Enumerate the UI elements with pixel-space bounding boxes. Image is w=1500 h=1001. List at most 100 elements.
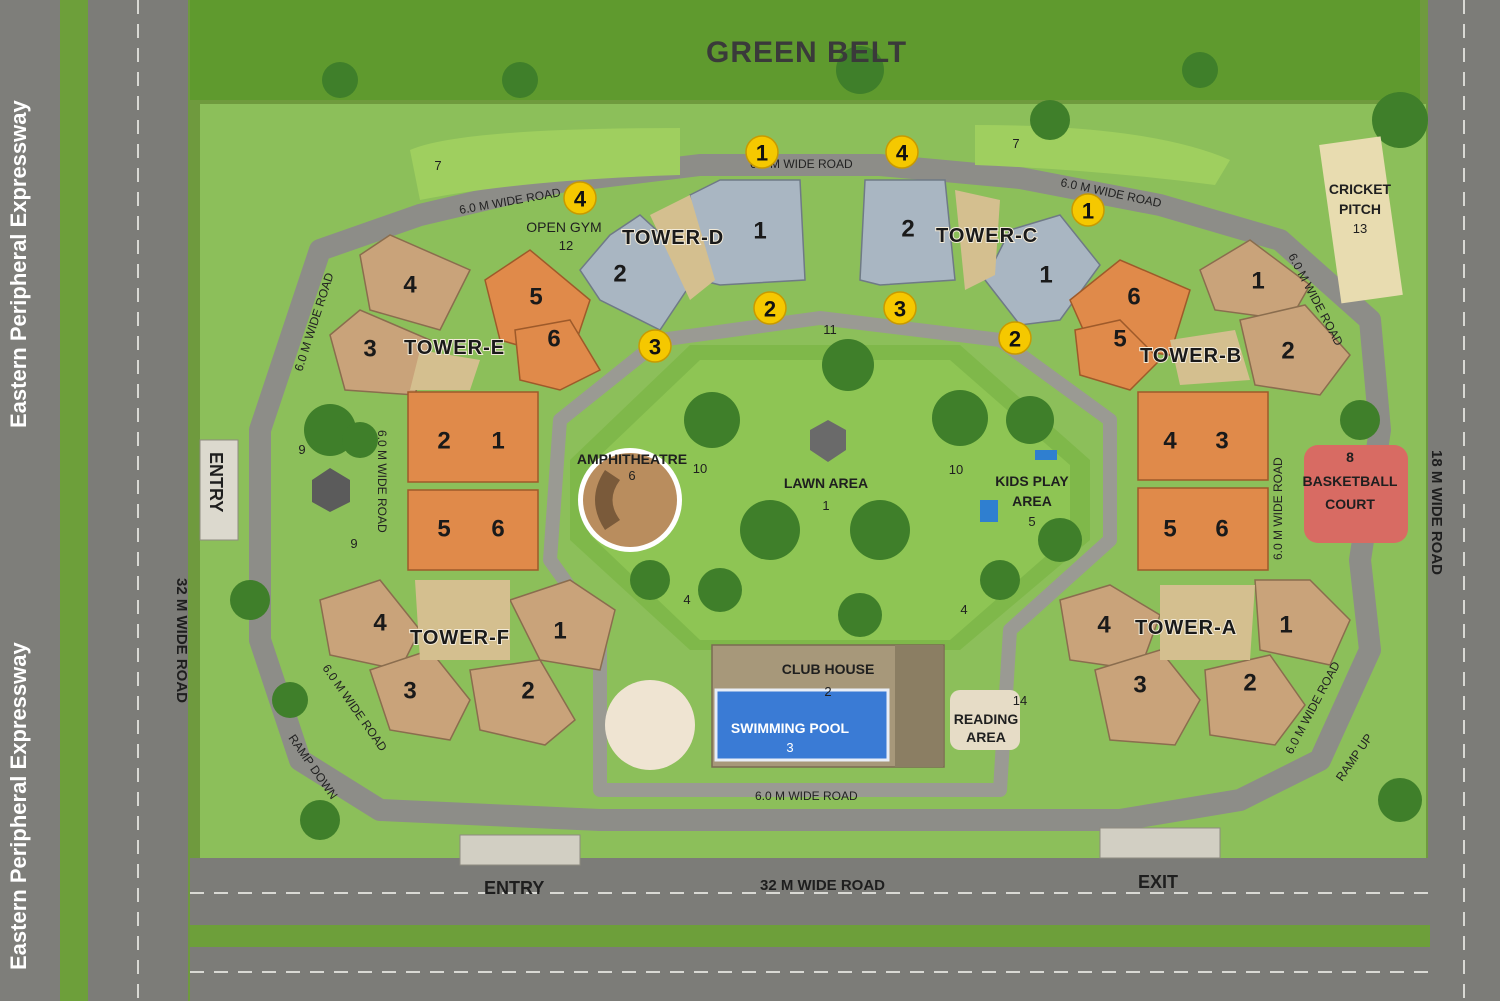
road-label-bottom: 6.0 M WIDE ROAD (755, 789, 858, 803)
marker-4-top-c: 4 (885, 135, 919, 169)
swimming-pool-number: 3 (786, 740, 793, 755)
area-number-7-right: 7 (1012, 136, 1019, 151)
entry-gate-house (459, 834, 581, 866)
exit-bottom-label: EXIT (1138, 872, 1178, 892)
cricket-pitch (1319, 136, 1403, 304)
tower-f-unit: 1 (553, 617, 566, 644)
green-belt-label: GREEN BELT (706, 36, 907, 69)
marker-4-gym: 4 (563, 181, 597, 215)
svg-text:3: 3 (894, 297, 906, 322)
basketball-number: 8 (1346, 449, 1354, 465)
amphitheatre-number: 6 (628, 468, 635, 483)
tower-b-unit: 5 (1163, 515, 1176, 542)
kids-play-structure-2 (980, 500, 998, 522)
marker-3-bottom-c: 3 (883, 291, 917, 325)
bottom-road-median (190, 925, 1430, 947)
club-house-label: CLUB HOUSE (782, 661, 875, 677)
road-label-inner-right: 6.0 M WIDE ROAD (1271, 457, 1285, 560)
expressway-label-top: Eastern Peripheral Expressway (6, 100, 31, 428)
kids-play-number: 5 (1028, 514, 1035, 529)
tower-b-unit: 3 (1215, 427, 1228, 454)
area-number-10-left: 10 (693, 461, 707, 476)
tower-b-unit: 2 (1281, 337, 1294, 364)
tower-e-unit: 6 (491, 515, 504, 542)
tower-e-block (329, 234, 602, 571)
left-road-label: 32 M WIDE ROAD (173, 578, 190, 703)
svg-text:1: 1 (756, 141, 768, 166)
tower-e-unit: 3 (363, 335, 376, 362)
tower-e-unit: 5 (529, 283, 542, 310)
tower-f-unit: 4 (373, 609, 387, 636)
area-number-11: 11 (823, 322, 837, 337)
amphitheatre-label: AMPHITHEATRE (577, 451, 687, 467)
tower-e-unit: 6 (547, 325, 560, 352)
left-32m-road (88, 0, 188, 1001)
lawn-gazebo (810, 420, 846, 462)
tower-f-unit: 3 (403, 677, 416, 704)
reading-label-2: AREA (966, 729, 1006, 745)
kids-play-label-2: AREA (1012, 493, 1052, 509)
expressway-strip (0, 0, 60, 1001)
area-number-4-right: 4 (960, 602, 967, 617)
road-label-inner-left: 6.0 M WIDE ROAD (375, 430, 389, 533)
tower-b-label: TOWER-B (1140, 345, 1242, 367)
lawn-area-number: 1 (822, 498, 829, 513)
round-plaza (605, 680, 695, 770)
tower-e-unit: 5 (437, 515, 450, 542)
marker-2-bottom-d: 2 (753, 291, 787, 325)
tower-a-unit: 2 (1243, 669, 1256, 696)
tower-a-unit: 3 (1133, 671, 1146, 698)
tower-e-unit: 1 (491, 427, 504, 454)
cricket-label-1: CRICKET (1329, 181, 1392, 197)
green-belt-area (190, 0, 1420, 100)
gazebo (312, 468, 350, 512)
amphitheatre-stage (595, 470, 620, 530)
area-number-7-left: 7 (434, 158, 441, 173)
svg-text:4: 4 (896, 141, 909, 166)
swimming-pool-label: SWIMMING POOL (731, 720, 850, 736)
trees-group (230, 46, 1428, 840)
svg-text:1: 1 (1082, 199, 1094, 224)
marker-3-bottom-d-left: 3 (638, 329, 672, 363)
top-left-green-strip (410, 128, 680, 200)
marker-2-bottom-c-right: 2 (998, 321, 1032, 355)
reading-number: 14 (1013, 693, 1027, 708)
left-entry-gate-house (199, 439, 239, 541)
tower-e-unit: 2 (437, 427, 450, 454)
swimming-pool (714, 688, 890, 762)
kids-play-label-1: KIDS PLAY (995, 473, 1069, 489)
club-house-wing (895, 645, 943, 767)
exit-gate-house (1099, 827, 1221, 859)
svg-text:3: 3 (649, 335, 661, 360)
area-number-9-top: 9 (298, 442, 305, 457)
lawn-area-label: LAWN AREA (784, 475, 868, 491)
open-gym-label: OPEN GYM (526, 219, 601, 235)
tower-b-unit: 1 (1251, 267, 1264, 294)
tower-a-unit: 4 (1097, 611, 1111, 638)
area-number-4-left: 4 (683, 592, 690, 607)
entry-bottom-label: ENTRY (484, 878, 544, 898)
tower-b-unit: 5 (1113, 325, 1126, 352)
tower-d-label: TOWER-D (622, 227, 724, 249)
tower-f-label: TOWER-F (410, 627, 510, 649)
svg-text:2: 2 (1009, 327, 1021, 352)
tower-a-unit: 1 (1279, 611, 1292, 638)
tower-b-unit: 4 (1163, 427, 1177, 454)
area-number-9-bottom: 9 (350, 536, 357, 551)
entry-left-label: ENTRY (206, 452, 226, 512)
expressway-label-bottom: Eastern Peripheral Expressway (6, 642, 31, 970)
basketball-court (1304, 445, 1408, 543)
tower-c-block (859, 179, 1101, 326)
tower-c-unit: 2 (901, 215, 914, 242)
cricket-label-2: PITCH (1339, 201, 1381, 217)
marker-1-top-d: 1 (745, 135, 779, 169)
tower-f-block (319, 579, 616, 746)
top-right-green-strip (975, 125, 1230, 185)
tower-a-block (1059, 579, 1351, 746)
tower-d-block (579, 179, 806, 331)
tower-e-label: TOWER-E (404, 337, 505, 359)
tower-a-label: TOWER-A (1135, 617, 1237, 639)
area-number-10-right: 10 (949, 462, 963, 477)
tower-d-unit: 1 (753, 217, 766, 244)
tower-b-unit: 6 (1127, 283, 1140, 310)
